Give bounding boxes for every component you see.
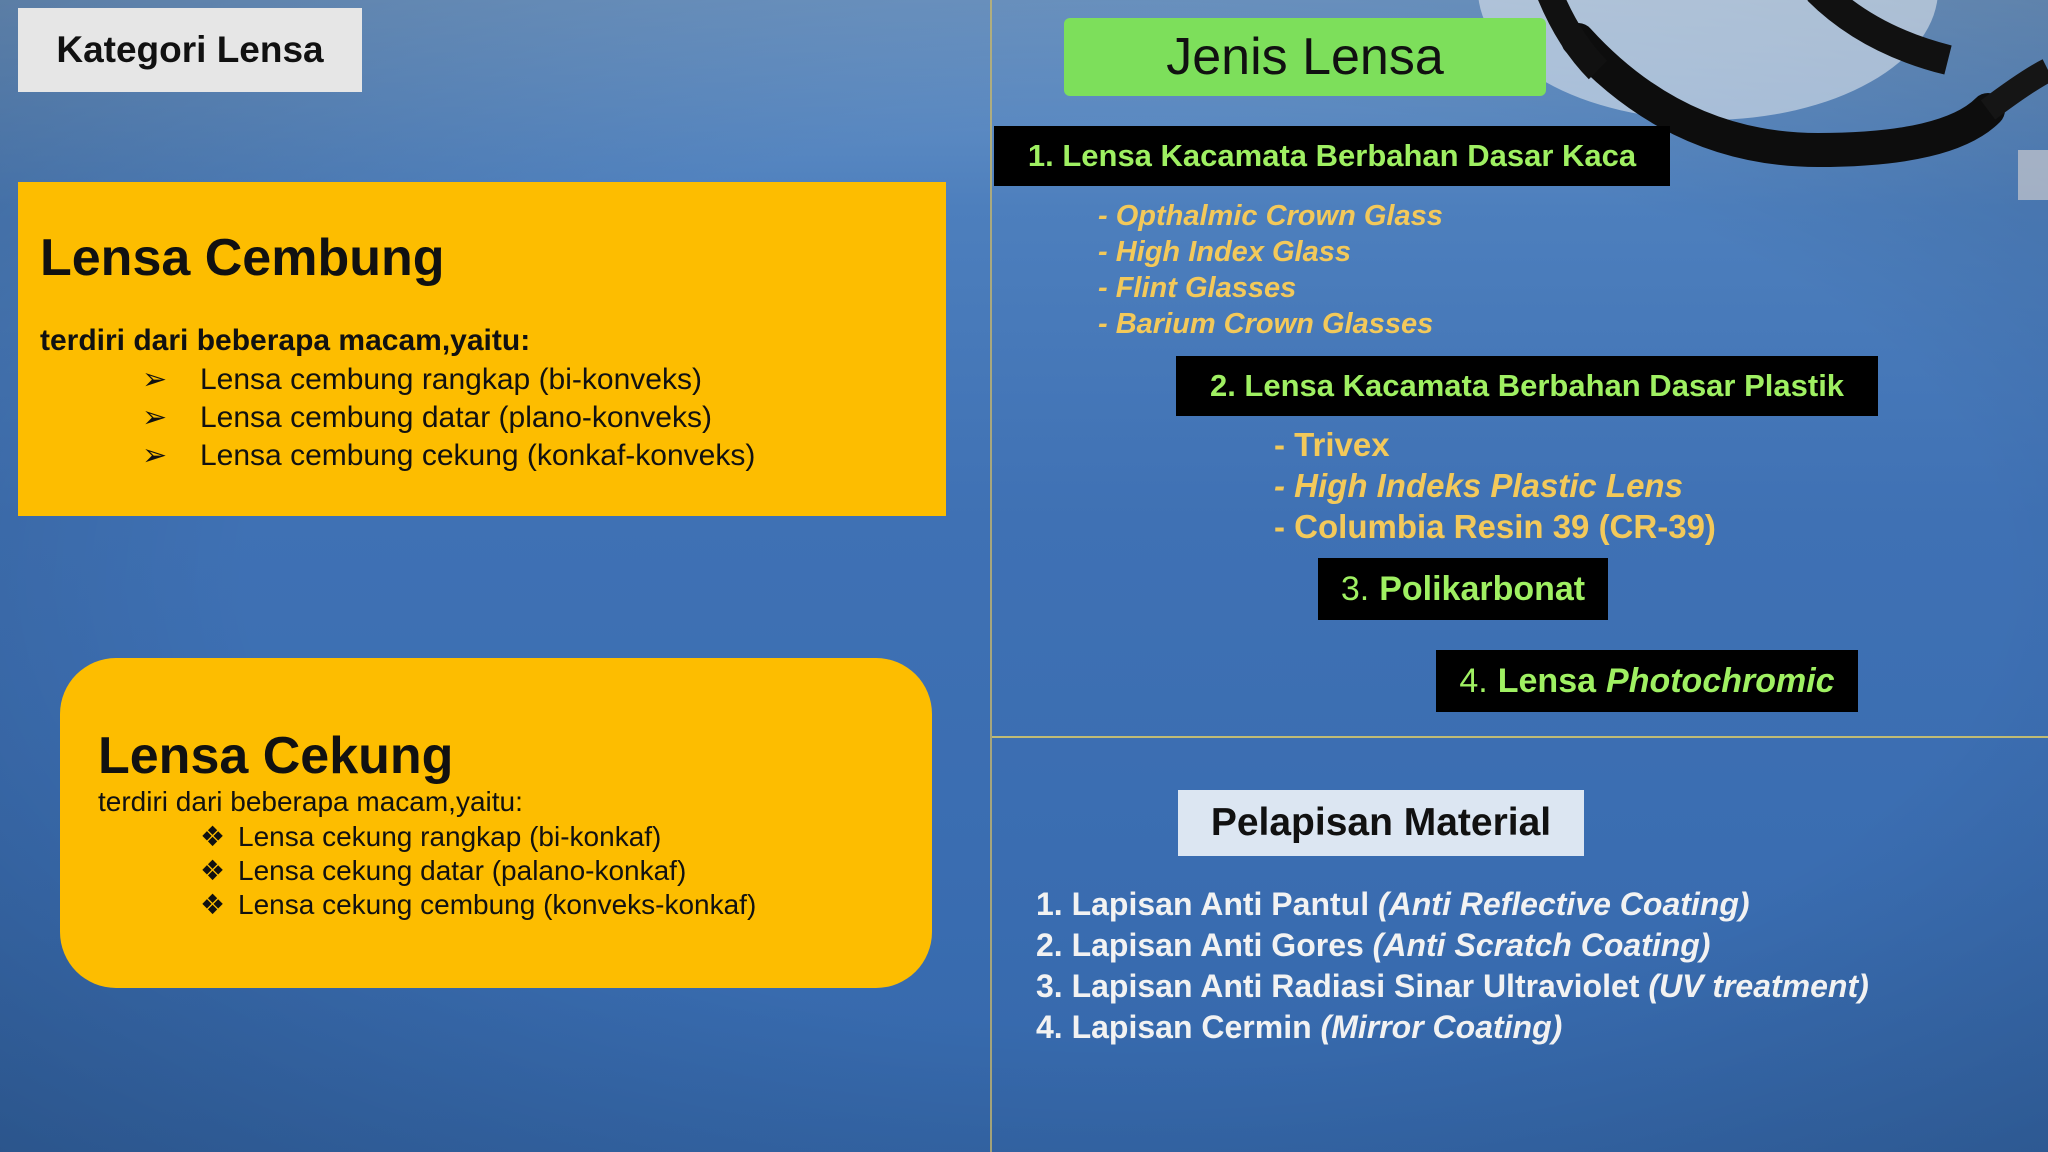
cembung-item-label: Lensa cembung datar (plano-konveks): [200, 400, 712, 434]
kategori-title: Kategori Lensa: [18, 8, 362, 92]
jenis-lensa-title: Jenis Lensa: [1064, 18, 1546, 96]
coating-item-label: 3. Lapisan Anti Radiasi Sinar Ultraviole…: [1036, 968, 1640, 1004]
kaca-item: - Opthalmic Crown Glass: [1098, 200, 1443, 232]
vertical-divider: [990, 0, 992, 1152]
cembung-item: ➢ Lensa cembung cekung (konkaf-konveks): [142, 438, 755, 473]
diamond-bullet-icon: ❖: [200, 855, 226, 886]
cekung-item: ❖ Lensa cekung rangkap (bi-konkaf): [200, 820, 661, 853]
arrow-bullet-icon: ➢: [142, 401, 168, 434]
kaca-item: - Barium Crown Glasses: [1098, 308, 1434, 340]
coating-item: 3. Lapisan Anti Radiasi Sinar Ultraviole…: [1036, 968, 1869, 1005]
coating-item-label: 2. Lapisan Anti Gores: [1036, 927, 1364, 963]
pelapisan-material-title: Pelapisan Material: [1178, 790, 1584, 856]
lensa-plastik-label: 2. Lensa Kacamata Berbahan Dasar Plastik: [1176, 356, 1878, 416]
cekung-item: ❖ Lensa cekung cembung (konveks-konkaf): [200, 888, 756, 921]
diamond-bullet-icon: ❖: [200, 889, 226, 920]
cembung-item-label: Lensa cembung rangkap (bi-konveks): [200, 362, 702, 396]
cekung-item-label: Lensa cekung datar (palano-konkaf): [238, 854, 687, 886]
lensa-kaca-label: 1. Lensa Kacamata Berbahan Dasar Kaca: [994, 126, 1670, 186]
lensa-cembung-box: Lensa Cembung terdiri dari beberapa maca…: [18, 182, 946, 516]
polikarbonat-label: 3. Polikarbonat: [1318, 558, 1608, 620]
coating-item-note: (Anti Scratch Coating): [1372, 927, 1711, 963]
coating-item: 2. Lapisan Anti Gores (Anti Scratch Coat…: [1036, 927, 1710, 964]
plastik-item: - Columbia Resin 39 (CR-39): [1274, 508, 1716, 545]
arrow-bullet-icon: ➢: [142, 439, 168, 472]
kaca-item: - Flint Glasses: [1098, 272, 1297, 304]
photochromic-label: 4. Lensa Photochromic: [1436, 650, 1858, 712]
cembung-item-label: Lensa cembung cekung (konkaf-konveks): [200, 438, 756, 472]
cembung-item: ➢ Lensa cembung rangkap (bi-konveks): [142, 362, 702, 397]
lensa-cekung-box: Lensa Cekung terdiri dari beberapa macam…: [60, 658, 932, 988]
coating-item-note: (UV treatment): [1648, 968, 1869, 1004]
coating-item-note: (Mirror Coating): [1320, 1009, 1563, 1045]
horizontal-divider: [992, 736, 2048, 738]
coating-item: 1. Lapisan Anti Pantul (Anti Reflective …: [1036, 886, 1750, 923]
cembung-heading: Lensa Cembung: [40, 229, 445, 287]
eyeglasses-image: [1478, 0, 2048, 200]
cembung-item: ➢ Lensa cembung datar (plano-konveks): [142, 400, 712, 435]
cembung-intro: terdiri dari beberapa macam,yaitu:: [40, 324, 531, 357]
photochromic-prefix: Lensa: [1497, 661, 1597, 700]
coating-item-label: 4. Lapisan Cermin: [1036, 1009, 1312, 1045]
kaca-item: - High Index Glass: [1098, 236, 1351, 268]
polikarbonat-number: 3.: [1340, 569, 1370, 608]
coating-item-label: 1. Lapisan Anti Pantul: [1036, 886, 1370, 922]
diamond-bullet-icon: ❖: [200, 821, 226, 852]
polikarbonat-text: Polikarbonat: [1379, 569, 1586, 608]
photochromic-number: 4.: [1459, 661, 1488, 700]
coating-item: 4. Lapisan Cermin (Mirror Coating): [1036, 1009, 1562, 1046]
cekung-item-label: Lensa cekung cembung (konveks-konkaf): [238, 888, 757, 920]
plastik-item: - High Indeks Plastic Lens: [1274, 467, 1683, 504]
cekung-intro: terdiri dari beberapa macam,yaitu:: [98, 786, 523, 817]
cekung-heading: Lensa Cekung: [98, 727, 454, 785]
coating-item-note: (Anti Reflective Coating): [1377, 886, 1750, 922]
cekung-item-label: Lensa cekung rangkap (bi-konkaf): [238, 820, 662, 852]
cekung-item: ❖ Lensa cekung datar (palano-konkaf): [200, 854, 686, 887]
photochromic-text: Photochromic: [1606, 661, 1835, 700]
plastik-item: - Trivex: [1274, 426, 1390, 463]
arrow-bullet-icon: ➢: [142, 363, 168, 396]
